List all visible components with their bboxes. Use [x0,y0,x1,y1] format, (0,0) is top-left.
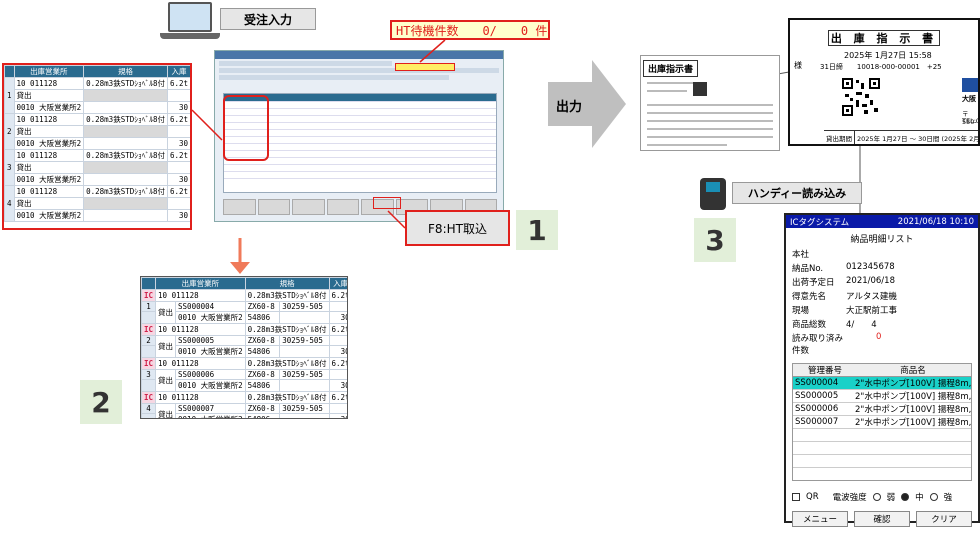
table-header: 出庫営業所規格入庫 [4,65,190,78]
qr-code [842,78,880,116]
table-row: 貸出 [5,197,190,210]
slip-detail: 出 庫 指 示 書 2025年 1月27日 15:58 31日締 10018-0… [788,18,980,146]
order-entry-label: 受注入力 [220,8,316,30]
step-2-badge: 2 [80,380,122,424]
table-row: 貸出 [5,161,190,174]
table-header: 出庫営業所規格入庫 [141,277,347,290]
table-row: 0010 大阪営業所25480630 [141,413,347,418]
qr-label: QR [806,492,819,502]
table-row: 貸出 [5,89,190,102]
output-arrow [548,60,626,148]
device-field: 現場大正駅前工事 [792,306,898,316]
slip-title: 出 庫 指 示 書 [828,30,940,46]
f8-ht-import-button[interactable]: F8:HT取込 [405,210,510,246]
handheld-screen: ICタグシステム 2021/06/18 10:10 納品明細リスト 本社納品No… [784,213,980,527]
signal-weak-radio[interactable] [872,493,881,501]
slip-row: 31日締 10018-000-00001 +25 [820,63,942,71]
handy-read-label: ハンディー読み込み [732,182,862,204]
device-status-bar: ICタグシステム 2021/06/18 10:10 [786,215,978,228]
output-label: 出力 [556,100,583,115]
device-time: 2021/06/18 10:10 [897,216,974,227]
device-field: 本社 [792,250,810,260]
item-list-header: 管理番号 商品名 [793,364,971,377]
signal-strong-radio[interactable] [929,493,938,501]
table-row: 0010 大阪営業所25480630 [141,379,347,392]
slip-customer-suffix: 様 [794,61,802,70]
laptop-base [160,33,220,39]
device-field: 納品No.012345678 [792,262,895,274]
order-entry-screenshot [214,50,504,222]
table-row: 0010 大阪営業所25480630 [141,345,347,358]
slip-thumbnail: 出庫指示書 [640,55,780,151]
slip-date: 2025年 1月27日 15:58 [844,51,932,60]
slip-company: 大阪 [962,95,976,103]
table-row: 貸出 [5,125,190,138]
device-screen-title: 納品明細リスト [850,235,914,245]
company-logo [962,78,978,92]
step-1-badge: 1 [516,210,558,250]
step-3-badge: 3 [694,218,736,262]
device-options: QR 電波強度 弱 中 強 [786,481,978,503]
device-field: 得意先名アルタス建機 [792,292,897,302]
device-app-name: ICタグシステム [790,217,850,228]
signal-label: 電波強度 [832,493,867,503]
laptop-icon [168,2,212,32]
slip-small-title: 出庫指示書 [643,60,699,77]
qr-checkbox[interactable] [792,493,800,501]
slip-address: 〒550- [962,110,977,126]
slip-tel: TEL:06 [962,117,980,125]
table-row: 0010 大阪営業所25480630 [141,311,347,324]
ht-waiting-callout: HT待機件数 0/ 0 件 [390,20,550,40]
slip-footer: 貸出期間 2025年 1月27日 ～ 30日間 (2025年 2月25日まで [824,130,978,144]
signal-mid-radio[interactable] [901,493,910,501]
